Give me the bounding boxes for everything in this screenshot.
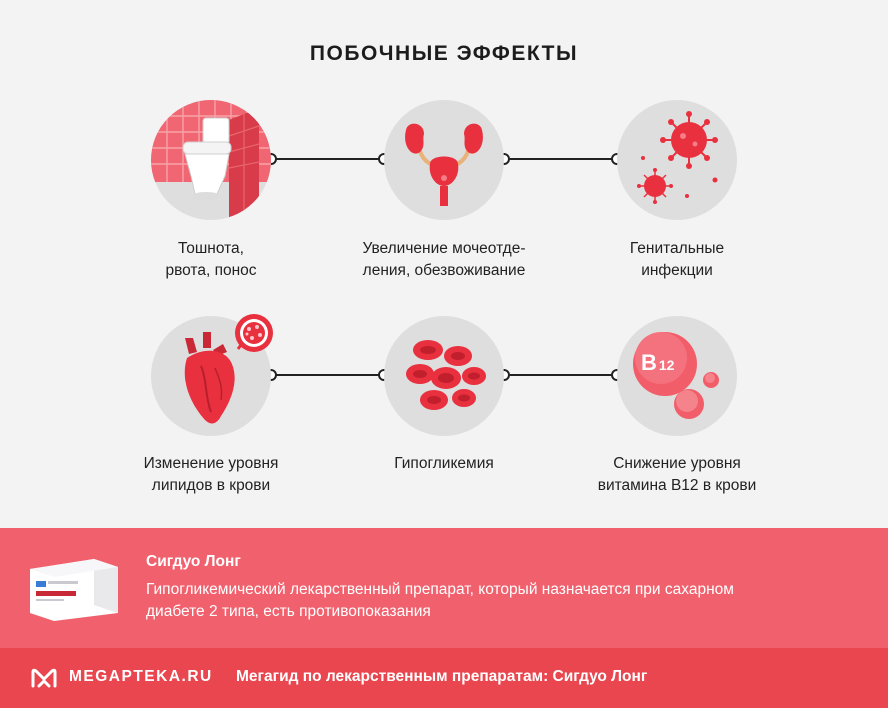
effect-icon-circle (151, 100, 271, 220)
caption-line: Увеличение мочеотде- (362, 240, 526, 257)
page-title: ПОБОЧНЫЕ ЭФФЕКТЫ (309, 42, 579, 65)
caption-line: липидов в крови (151, 477, 271, 494)
connector-line (504, 374, 617, 376)
caption-line: ления, обезвоживание (362, 262, 526, 279)
footer-guide-link[interactable]: Мегагид по лекарственным препаратам: Сиг… (236, 668, 648, 685)
effect-caption: Изменение уровня липидов в крови (101, 453, 321, 497)
product-box-image[interactable] (28, 555, 120, 623)
product-description: Гипогликемический лекарственный препарат… (146, 579, 866, 623)
caption-line: Гипогликемия (394, 455, 494, 472)
caption-line: Снижение уровня (613, 455, 741, 472)
blood-vessel-icon (235, 314, 273, 352)
caption-line: инфекции (641, 262, 713, 279)
toilet-icon (151, 100, 271, 220)
urinary-system-icon (405, 123, 483, 206)
footer-bar (0, 648, 888, 708)
description-line: Гипогликемический лекарственный препарат… (146, 581, 734, 598)
site-logo-text[interactable]: MEGAPTEKA.RU (69, 668, 213, 685)
caption-line: Изменение уровня (143, 455, 279, 472)
effect-caption: Тошнота, рвота, понос (101, 238, 321, 282)
connector-line (271, 158, 384, 160)
effect-icon-circle (384, 100, 504, 220)
connector-line (271, 374, 384, 376)
virus-icon (637, 111, 718, 204)
effect-icon-circle (384, 316, 504, 436)
description-line: диабете 2 типа, есть противопоказания (146, 603, 431, 620)
caption-line: витамина B12 в крови (597, 477, 757, 494)
caption-line: Тошнота, (177, 240, 244, 257)
vitamin-badge-number: 12 (658, 357, 675, 373)
megapteka-logo-icon[interactable] (30, 666, 58, 690)
vitamin-badge-letter: B (641, 350, 657, 375)
blood-cells-icon (406, 340, 486, 410)
connector-line (504, 158, 617, 160)
product-name[interactable]: Сигдуо Лонг (146, 553, 241, 570)
effect-caption: Снижение уровня витамина B12 в крови (567, 453, 787, 497)
effect-caption: Увеличение мочеотде- ления, обезвоживани… (334, 238, 554, 282)
effect-caption: Гипогликемия (334, 453, 554, 475)
vitamin-b12-icon (633, 332, 719, 419)
effect-icon-circle (151, 316, 271, 436)
caption-line: Генитальные (629, 240, 725, 257)
product-banner (0, 528, 888, 648)
caption-line: рвота, понос (165, 262, 257, 279)
effect-icon-circle (617, 100, 737, 220)
heart-icon (184, 332, 235, 424)
effect-caption: Генитальные инфекции (567, 238, 787, 282)
